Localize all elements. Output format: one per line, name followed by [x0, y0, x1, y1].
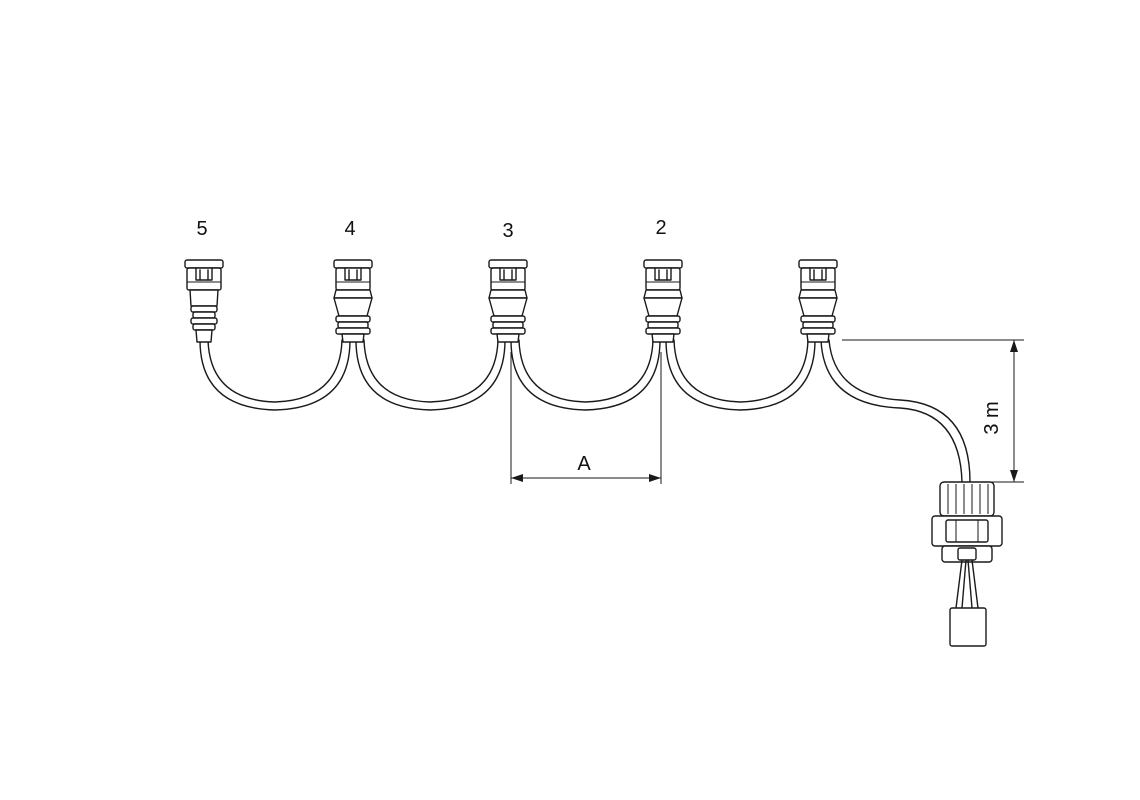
connector-label-5: 5 [196, 218, 207, 240]
dimension-a-label: A [577, 453, 591, 475]
dimension-length-label: 3 m [981, 401, 1003, 434]
connector-label-4: 4 [344, 218, 355, 240]
connector-label-3: 3 [502, 220, 513, 242]
round-plug [931, 481, 1003, 647]
connector-3: 3 [488, 220, 528, 343]
connector-4: 4 [333, 218, 373, 343]
dimension-length: 3 m [842, 339, 1024, 483]
connector-1 [798, 259, 838, 343]
dimension-a: A [510, 352, 662, 484]
connector-5: 5 [184, 218, 224, 343]
connector-2: 2 [643, 217, 683, 343]
connector-label-2: 2 [655, 217, 666, 239]
cable-segments [199, 339, 971, 483]
